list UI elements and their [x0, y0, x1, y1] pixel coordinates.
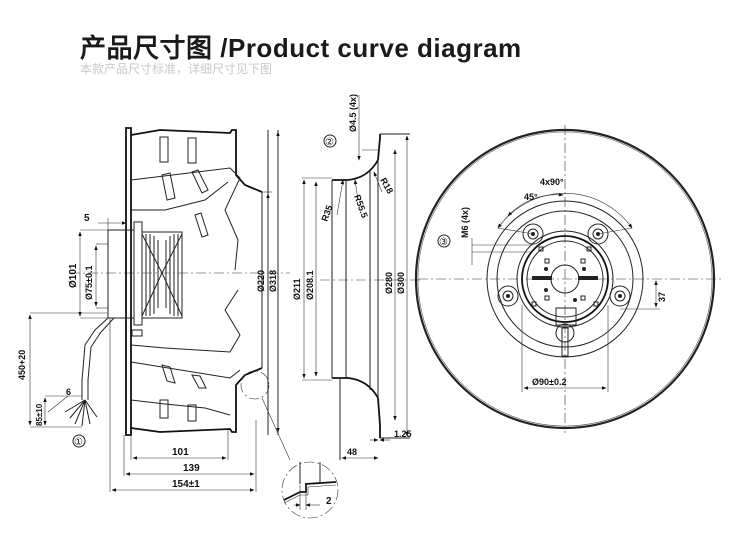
callout-3: ③ [439, 237, 448, 248]
dim-w154: 154±1 [172, 479, 200, 490]
dim-r18: R18 [378, 176, 395, 195]
back-plate [125, 127, 132, 436]
page-title: 产品尺寸图 /Product curve diagram [80, 28, 522, 65]
dim-d220: Ø220 [256, 270, 266, 292]
side-view: 5 Ø101 Ø75±0.1 450+20 85±10 6 ① Ø220 Ø31… [17, 127, 339, 519]
detail-view: 2 [281, 461, 339, 519]
page-subtitle: 本款产品尺寸标准，详细尺寸见下图 [80, 62, 273, 76]
inlet-ring-view: Ø4.5 (4x) ② R35 R55.5 R18 Ø211 Ø208.1 Ø2… [292, 94, 420, 460]
title-chinese: 产品尺寸图 [80, 34, 213, 64]
dim-d300: Ø300 [396, 272, 406, 294]
dim-angle-45: 45° [524, 192, 538, 202]
cable-wires [64, 399, 98, 427]
dim-w48: 48 [347, 447, 357, 457]
dim-r55: R55.5 [352, 193, 370, 219]
dim-strip-length: 85±10 [35, 403, 44, 426]
shroud-bottom [130, 367, 263, 433]
title-english: /Product curve diagram [220, 33, 522, 63]
cable-outlet [561, 327, 569, 357]
dim-cable-length: 450+20 [17, 350, 27, 380]
dim-w139: 139 [183, 463, 200, 474]
dim-detail-gap: 2 [326, 496, 332, 507]
dim-t125: 1.25 [394, 429, 412, 439]
callout-2-circle [323, 134, 337, 148]
dim-hole: Ø4.5 (4x) [348, 94, 358, 132]
callout-2: ② [325, 137, 334, 148]
dim-angle-4x90: 4x90° [540, 177, 564, 187]
dim-d75: Ø75±0.1 [84, 266, 94, 300]
motor-fins [145, 234, 179, 316]
callout-3-circle [437, 234, 451, 248]
dim-w101: 101 [172, 447, 189, 458]
front-view: 4x90° 45° M6 (4x) ③ 37 Ø90±0.2 [414, 125, 722, 433]
motor-body [141, 231, 183, 319]
dim-wire-strip: 6 [66, 387, 71, 397]
shroud-top [130, 129, 263, 193]
dim-d280: Ø280 [384, 272, 394, 294]
dim-d101: Ø101 [68, 263, 79, 288]
detail-marker-circle [240, 370, 270, 400]
hub-bolts [531, 246, 599, 307]
dim-d90: Ø90±0.2 [532, 377, 566, 387]
dim-5: 5 [84, 213, 90, 224]
dim-d318: Ø318 [268, 270, 278, 292]
dim-offset-37: 37 [657, 292, 667, 302]
dim-d208: Ø208.1 [305, 270, 315, 300]
callout-1-circle [72, 434, 86, 448]
dim-thread: M6 (4x) [460, 207, 470, 238]
dim-d211: Ø211 [292, 278, 302, 300]
callout-1: ① [74, 437, 83, 448]
cable [81, 317, 109, 400]
